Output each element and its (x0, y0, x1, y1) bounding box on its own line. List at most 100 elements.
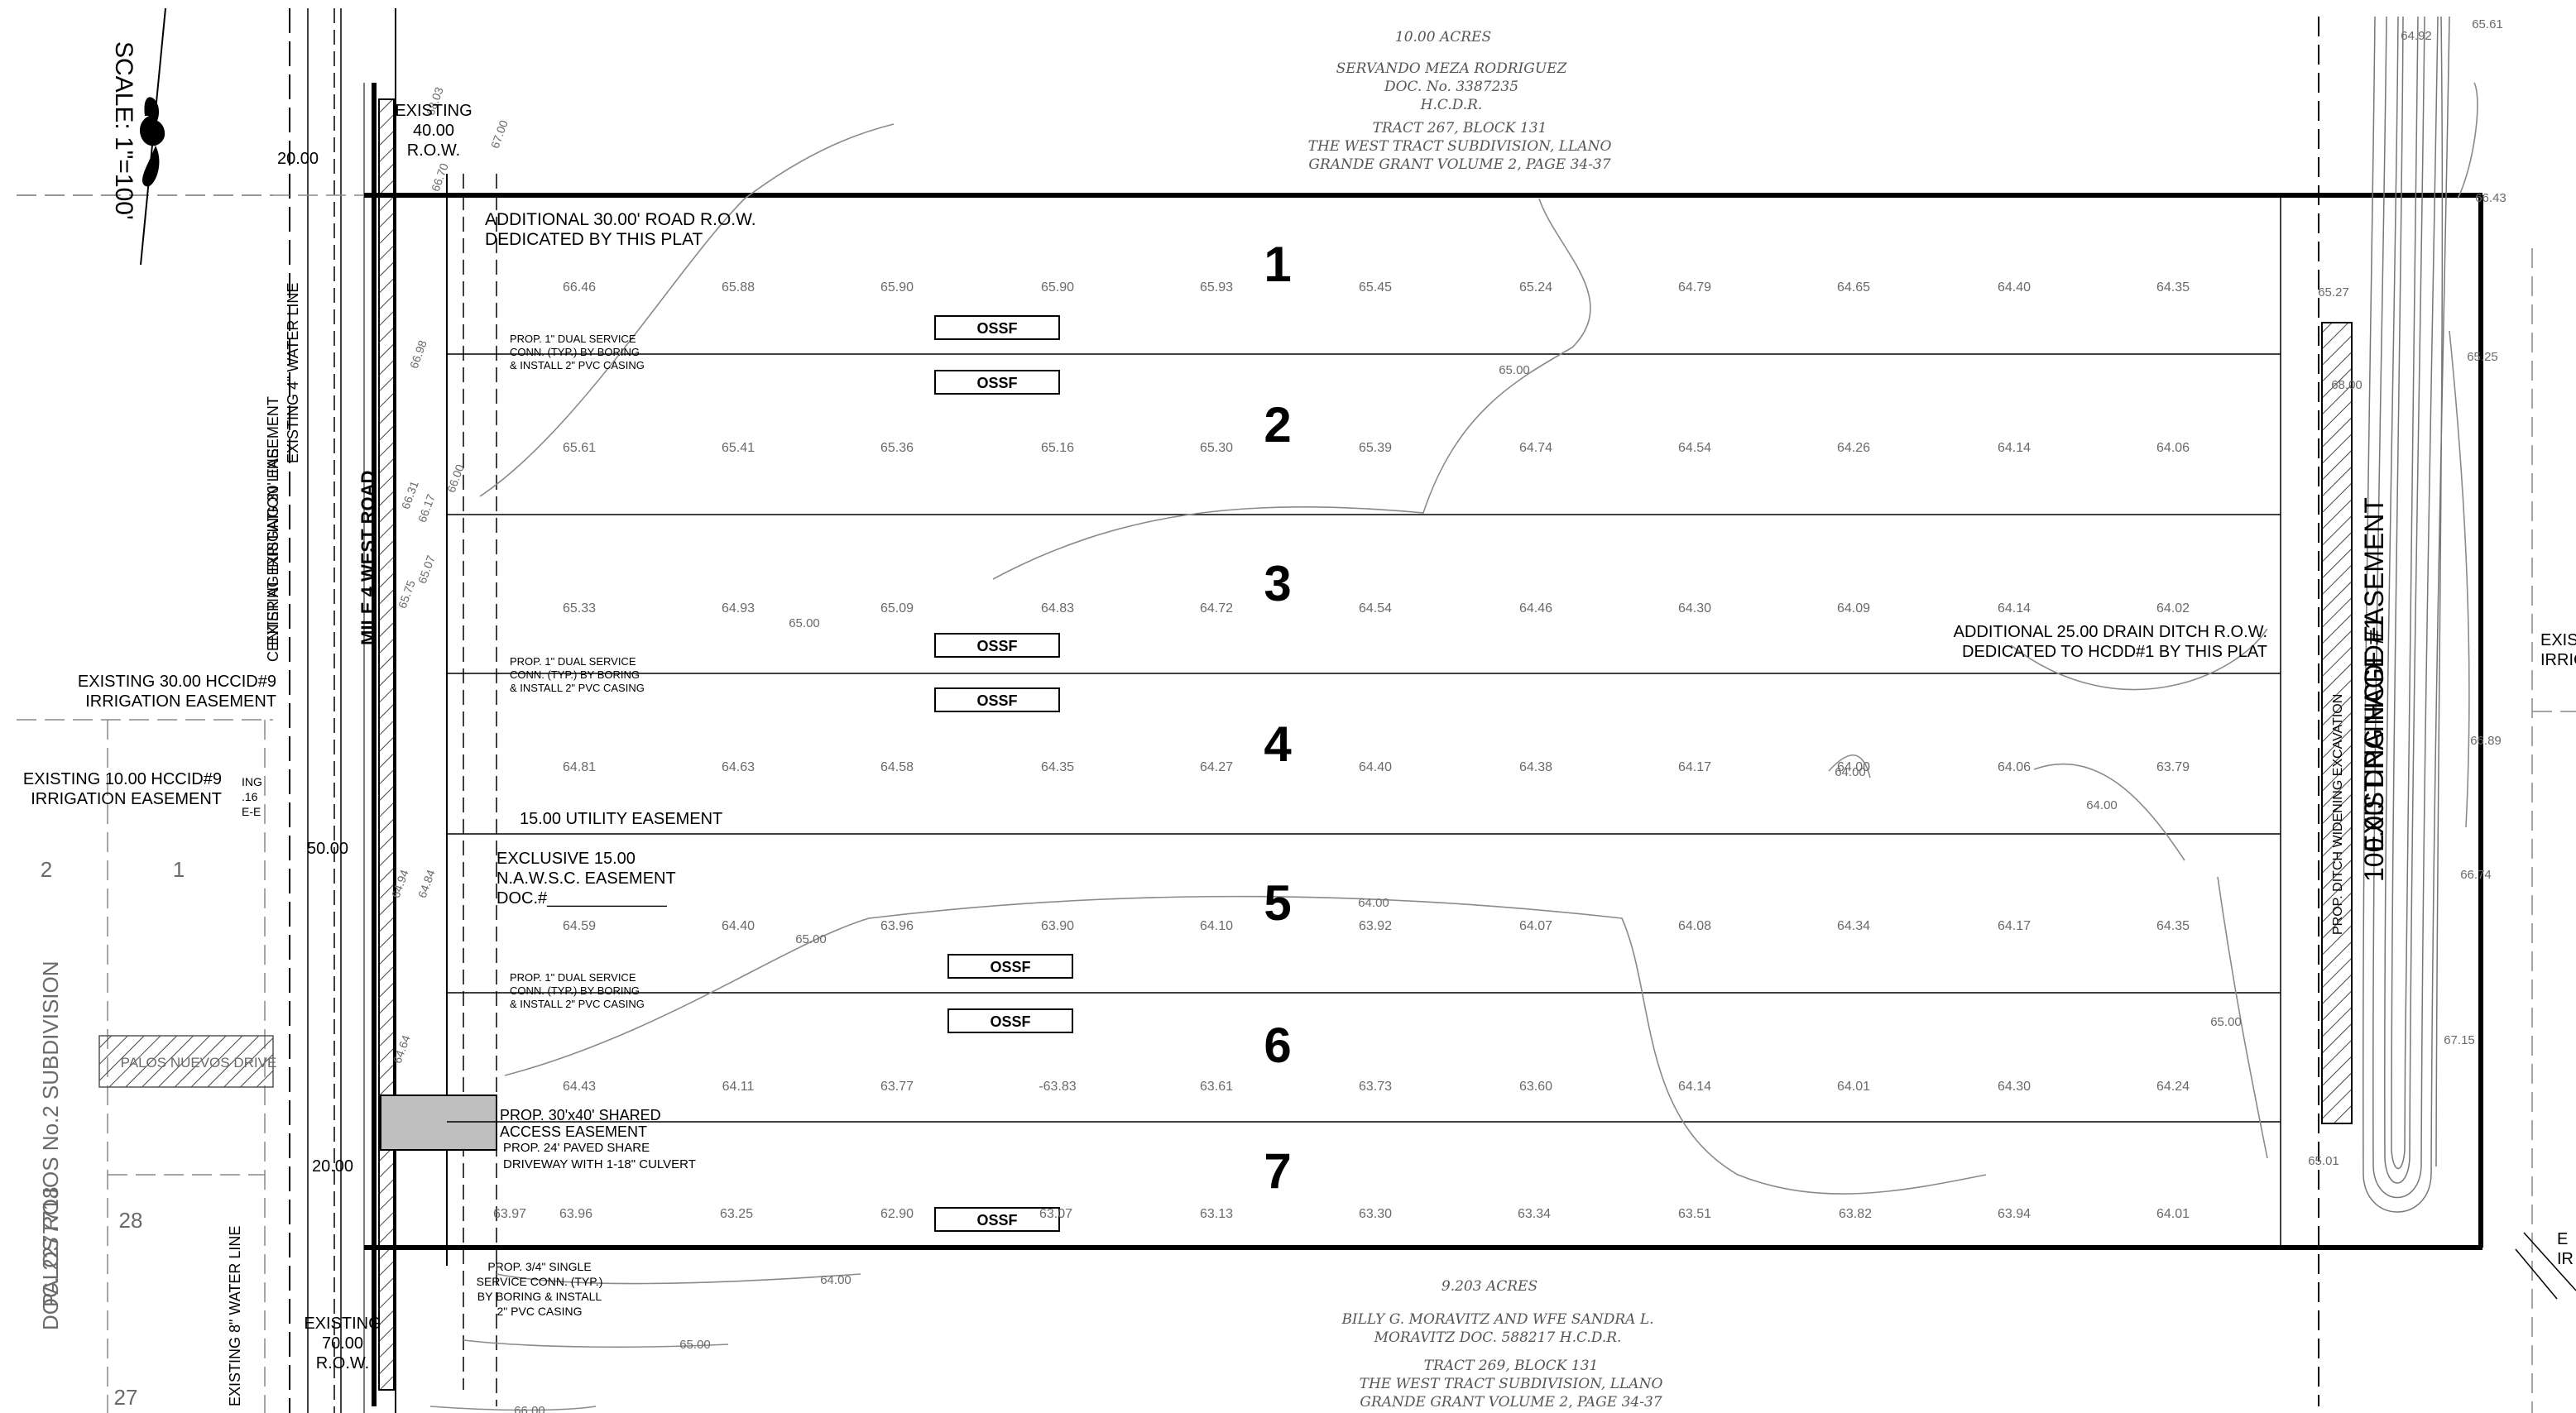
ossf-label-box (934, 1207, 1060, 1232)
existing-row-40: 40.00 (413, 122, 454, 140)
contour-label: 64.00 (1358, 896, 1389, 910)
spot-elevation: 65.41 (722, 441, 755, 455)
single-service-note: BY BORING & INSTALL (477, 1290, 602, 1303)
spot-elevation: 64.08 (1678, 919, 1711, 933)
spot-elevation: 65.45 (1359, 280, 1392, 295)
spot-elevation: 64.43 (563, 1080, 596, 1094)
misc-small: E-E (242, 805, 261, 818)
paved-drive-note: PROP. 24' PAVED SHARE (503, 1141, 650, 1155)
spot-elevation: 64.14 (1678, 1080, 1711, 1094)
spot-elevation: -63.83 (1039, 1080, 1076, 1094)
spot-elevation: 63.60 (1519, 1080, 1552, 1094)
ditch-elevation: 67.15 (2444, 1033, 2475, 1047)
ossf-label-box (934, 370, 1060, 395)
south-owner: BILLY G. MORAVITZ AND WFE SANDRA L. (1341, 1311, 1653, 1328)
spot-elevation: 64.10 (1200, 919, 1233, 933)
row-elevation: 66.31 (399, 479, 421, 511)
spot-elevation: 65.30 (1200, 441, 1233, 455)
utility-easement-note: 15.00 UTILITY EASEMENT (520, 810, 722, 828)
lot-number: 2 (1264, 397, 1291, 453)
lot-number: 6 (1264, 1018, 1291, 1073)
spot-elevation: 65.61 (563, 441, 596, 455)
spot-elevation: 63.25 (720, 1207, 753, 1221)
spot-elevation: 64.06 (2156, 441, 2190, 455)
lot-number: 5 (1264, 875, 1291, 931)
service-note: & INSTALL 2" PVC CASING (510, 359, 645, 371)
spot-elevation: 65.24 (1519, 280, 1552, 295)
ossf-label: OSSF (976, 638, 1017, 654)
east-cut-label-2: E (2557, 1230, 2568, 1248)
spot-elevation: 63.34 (1518, 1207, 1551, 1221)
north-arrow-icon (139, 7, 166, 266)
spot-elevation: 64.30 (1998, 1080, 2031, 1094)
spot-elevation: 63.77 (880, 1080, 914, 1094)
irrigation-30-note: IRRIGATION EASEMENT (85, 692, 276, 711)
service-note: CONN. (TYP.) BY BORING (510, 984, 640, 997)
single-service-note: PROP. 3/4" SINGLE (487, 1260, 591, 1273)
single-service-note: 2" PVC CASING (497, 1305, 583, 1318)
spot-elevation: 63.94 (1998, 1207, 2031, 1221)
spot-elevation: 64.17 (1998, 919, 2031, 933)
spot-elevation: 63.90 (1041, 919, 1074, 933)
spot-elevation: 64.34 (1837, 919, 1870, 933)
south-tract: GRANDE GRANT VOLUME 2, PAGE 34-37 (1360, 1394, 1662, 1411)
contour-lines (429, 82, 2478, 1411)
contour-label: 65.00 (2210, 1015, 2242, 1029)
spot-elevation: 64.14 (1998, 441, 2031, 455)
ossf-label-box (934, 633, 1060, 658)
misc-small: ING (242, 775, 262, 788)
spot-elevation: 64.35 (2156, 280, 2190, 295)
west-lot-number: 1 (173, 857, 185, 882)
contour-label: 66.00 (514, 1404, 545, 1413)
misc-small: .16 (242, 790, 258, 803)
spot-elevation: 64.72 (1200, 601, 1233, 615)
spot-elevation: 63.51 (1678, 1207, 1711, 1221)
ossf-label: OSSF (976, 320, 1017, 337)
spot-elevation: 65.36 (880, 441, 914, 455)
north-owner: H.C.D.R. (1420, 97, 1483, 113)
paved-drive-note: DRIVEWAY WITH 1-18" CULVERT (503, 1157, 696, 1171)
spot-elevation: 66.46 (563, 280, 596, 295)
nawsc-easement-note: DOC.#_____________ (496, 889, 668, 908)
drainage-ditch (2363, 16, 2450, 1213)
south-tract: TRACT 269, BLOCK 131 (1424, 1358, 1599, 1374)
ossf-label-box (934, 687, 1060, 712)
spot-elevation: 64.09 (1837, 601, 1870, 615)
ossf-label: OSSF (990, 1013, 1030, 1030)
spot-elevation: 64.30 (1678, 601, 1711, 615)
shared-access-note: ACCESS EASEMENT (500, 1123, 647, 1140)
lot-number: 3 (1264, 556, 1291, 611)
service-note: & INSTALL 2" PVC CASING (510, 998, 645, 1010)
water-line-4: EXISTING 4" WATER LINE (285, 283, 301, 463)
ditch-elevation: 64.92 (2401, 29, 2432, 43)
contour-label: 65.00 (795, 932, 827, 946)
south-acres: 9.203 ACRES (1442, 1278, 1537, 1295)
ditch-elevation: 65.27 (2318, 285, 2349, 299)
road-name: MILE 4 WEST ROAD (357, 471, 378, 645)
spot-elevation: 63.79 (2156, 760, 2190, 774)
spot-elevation: 64.58 (880, 760, 914, 774)
spot-elevation: 63.96 (559, 1207, 592, 1221)
spot-elevation: 63.92 (1359, 919, 1392, 933)
ossf-label-box (947, 1008, 1073, 1033)
spot-elevation: 64.46 (1519, 601, 1552, 615)
existing-row-70: R.O.W. (316, 1354, 369, 1372)
spot-elevation: 65.88 (722, 280, 755, 295)
spot-elevation: 64.11 (722, 1080, 755, 1094)
single-service-note: SERVICE CONN. (TYP.) (477, 1275, 603, 1288)
ossf-label-box (947, 954, 1073, 979)
north-acres: 10.00 ACRES (1395, 29, 1491, 46)
road-row-note: ADDITIONAL 30.00' ROAD R.O.W. (485, 210, 756, 229)
spot-elevation: 64.54 (1678, 441, 1711, 455)
ossf-label: OSSF (976, 375, 1017, 391)
spot-elevation: 64.24 (2156, 1080, 2190, 1094)
ditch-widening-area (2321, 322, 2353, 1124)
contour-label: 65.00 (789, 616, 820, 630)
spot-elevation: 63.61 (1200, 1080, 1233, 1094)
west-subdivision: PALOS ROJOS No.2 SUBDIVISION (38, 960, 63, 1307)
spot-elevation: 64.65 (1837, 280, 1870, 295)
drainage-easement: EXISTING HCDD#1 (2359, 615, 2389, 852)
east-cut-label-2: IR (2557, 1250, 2574, 1268)
spot-elevation: 64.93 (722, 601, 755, 615)
